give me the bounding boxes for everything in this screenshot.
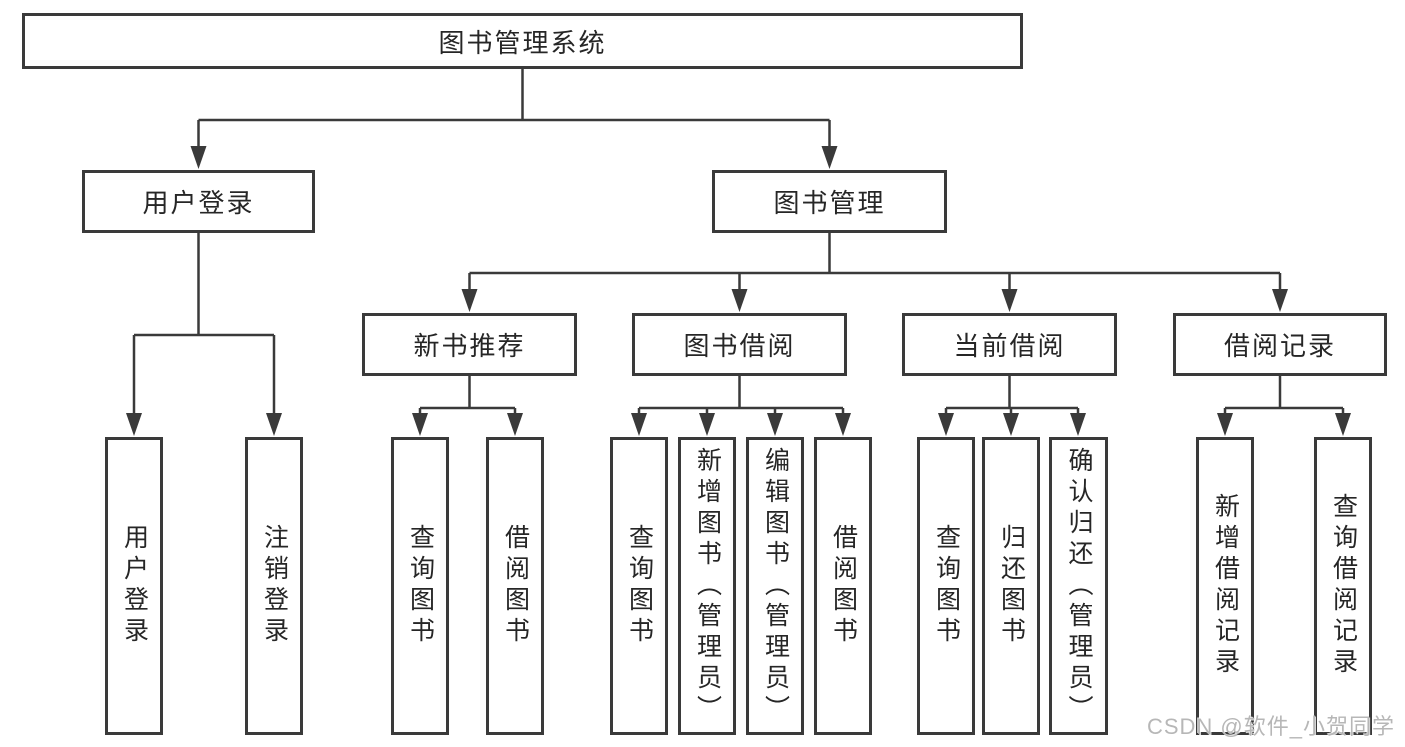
node-label: 查询图书 (625, 524, 654, 648)
leaf-edit-book-admin: 编辑图书（管理员） (746, 437, 804, 735)
node-label: 借阅图书 (829, 524, 858, 648)
node-label: 确认归还（管理员） (1065, 446, 1093, 726)
node-book-management: 图书管理 (712, 170, 947, 233)
node-label: 新书推荐 (413, 331, 526, 361)
leaf-add-book-admin: 新增图书（管理员） (678, 437, 736, 735)
leaf-query-book-borrow: 查询图书 (610, 437, 668, 735)
leaf-query-book-recommend: 查询图书 (391, 437, 449, 735)
node-label: 查询图书 (932, 524, 961, 648)
node-label: 图书管理系统 (438, 27, 607, 58)
node-label: 新增图书（管理员） (693, 446, 722, 726)
node-label: 查询图书 (406, 524, 435, 648)
watermark: CSDN @软件_小贺同学 (1146, 714, 1395, 739)
leaf-user-login: 用户登录 (105, 437, 163, 735)
leaf-query-book-current: 查询图书 (917, 437, 975, 735)
node-label: 新增借阅记录 (1211, 493, 1240, 679)
node-label: 借阅图书 (501, 524, 530, 648)
node-label: 用户登录 (142, 188, 255, 218)
leaf-borrow-book: 借阅图书 (814, 437, 872, 735)
node-label: 图书管理 (773, 188, 886, 218)
node-borrow-records: 借阅记录 (1173, 313, 1387, 376)
node-label: 查询借阅记录 (1329, 493, 1358, 679)
node-root: 图书管理系统 (22, 13, 1023, 69)
node-label: 归还图书 (997, 524, 1026, 648)
node-label: 当前借阅 (953, 331, 1066, 361)
leaf-confirm-return-admin: 确认归还（管理员） (1049, 437, 1108, 735)
node-current-borrow: 当前借阅 (902, 313, 1117, 376)
node-label: 编辑图书（管理员） (761, 446, 790, 726)
node-new-book-recommend: 新书推荐 (362, 313, 577, 376)
leaf-query-borrow-record: 查询借阅记录 (1314, 437, 1372, 735)
node-book-borrow: 图书借阅 (632, 313, 847, 376)
leaf-borrow-book-recommend: 借阅图书 (486, 437, 544, 735)
leaf-logout-login: 注销登录 (245, 437, 303, 735)
leaf-return-book: 归还图书 (982, 437, 1040, 735)
node-user-login: 用户登录 (82, 170, 315, 233)
node-label: 借阅记录 (1223, 331, 1336, 361)
leaf-add-borrow-record: 新增借阅记录 (1196, 437, 1254, 735)
node-label: 图书借阅 (683, 331, 796, 361)
node-label: 用户登录 (120, 524, 149, 648)
node-label: 注销登录 (260, 524, 289, 648)
